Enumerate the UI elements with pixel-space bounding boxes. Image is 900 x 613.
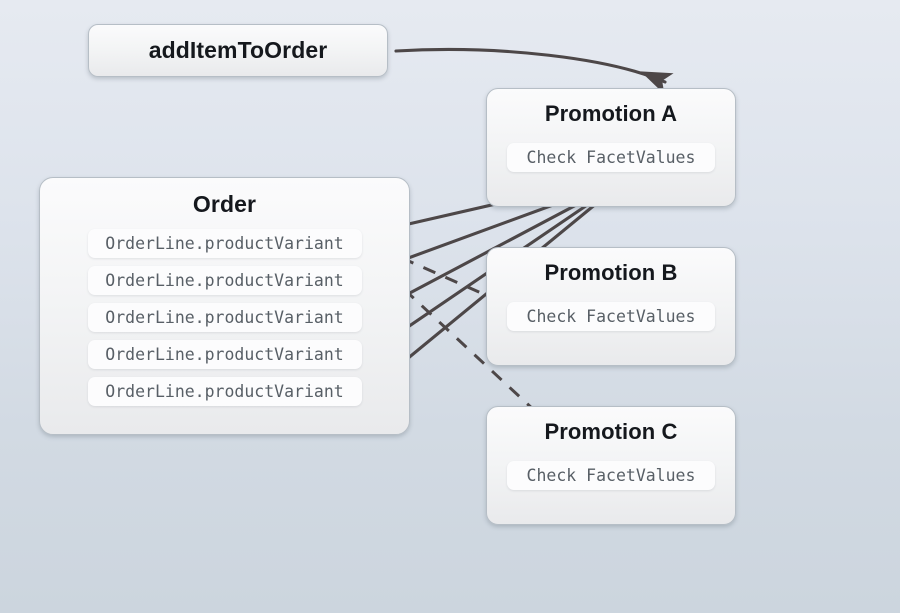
order-line-item[interactable]: OrderLine.productVariant	[87, 266, 362, 295]
promotion-a-action[interactable]: Check FacetValues	[507, 143, 715, 172]
node-add-item-to-order[interactable]: addItemToOrder	[88, 24, 388, 77]
order-line-list: OrderLine.productVariant OrderLine.produ…	[40, 229, 409, 406]
order-line-item[interactable]: OrderLine.productVariant	[87, 377, 362, 406]
edge-additem-to-promotion-a	[394, 48, 674, 95]
node-promotion-a[interactable]: Promotion A Check FacetValues	[486, 88, 736, 207]
order-title: Order	[192, 191, 257, 217]
order-line-label: OrderLine.productVariant	[105, 271, 344, 290]
node-promotion-c[interactable]: Promotion C Check FacetValues	[486, 406, 736, 525]
promotion-c-action[interactable]: Check FacetValues	[507, 461, 715, 490]
promotion-a-title: Promotion A	[544, 101, 678, 126]
order-line-item[interactable]: OrderLine.productVariant	[87, 340, 362, 369]
order-line-label: OrderLine.productVariant	[105, 308, 344, 327]
promotion-c-action-label: Check FacetValues	[526, 466, 696, 485]
promotion-b-action[interactable]: Check FacetValues	[507, 302, 715, 331]
order-line-label: OrderLine.productVariant	[105, 382, 344, 401]
order-line-item[interactable]: OrderLine.productVariant	[87, 229, 362, 258]
promotion-c-title: Promotion C	[544, 419, 678, 444]
order-line-label: OrderLine.productVariant	[105, 345, 344, 364]
promotion-b-action-label: Check FacetValues	[526, 307, 696, 326]
node-promotion-b[interactable]: Promotion B Check FacetValues	[486, 247, 736, 366]
node-order[interactable]: Order OrderLine.productVariant OrderLine…	[39, 177, 410, 435]
promotion-a-action-label: Check FacetValues	[526, 148, 696, 167]
add-item-to-order-label: addItemToOrder	[148, 37, 328, 63]
order-line-label: OrderLine.productVariant	[105, 234, 344, 253]
promotion-b-title: Promotion B	[544, 260, 678, 285]
order-line-item[interactable]: OrderLine.productVariant	[87, 303, 362, 332]
